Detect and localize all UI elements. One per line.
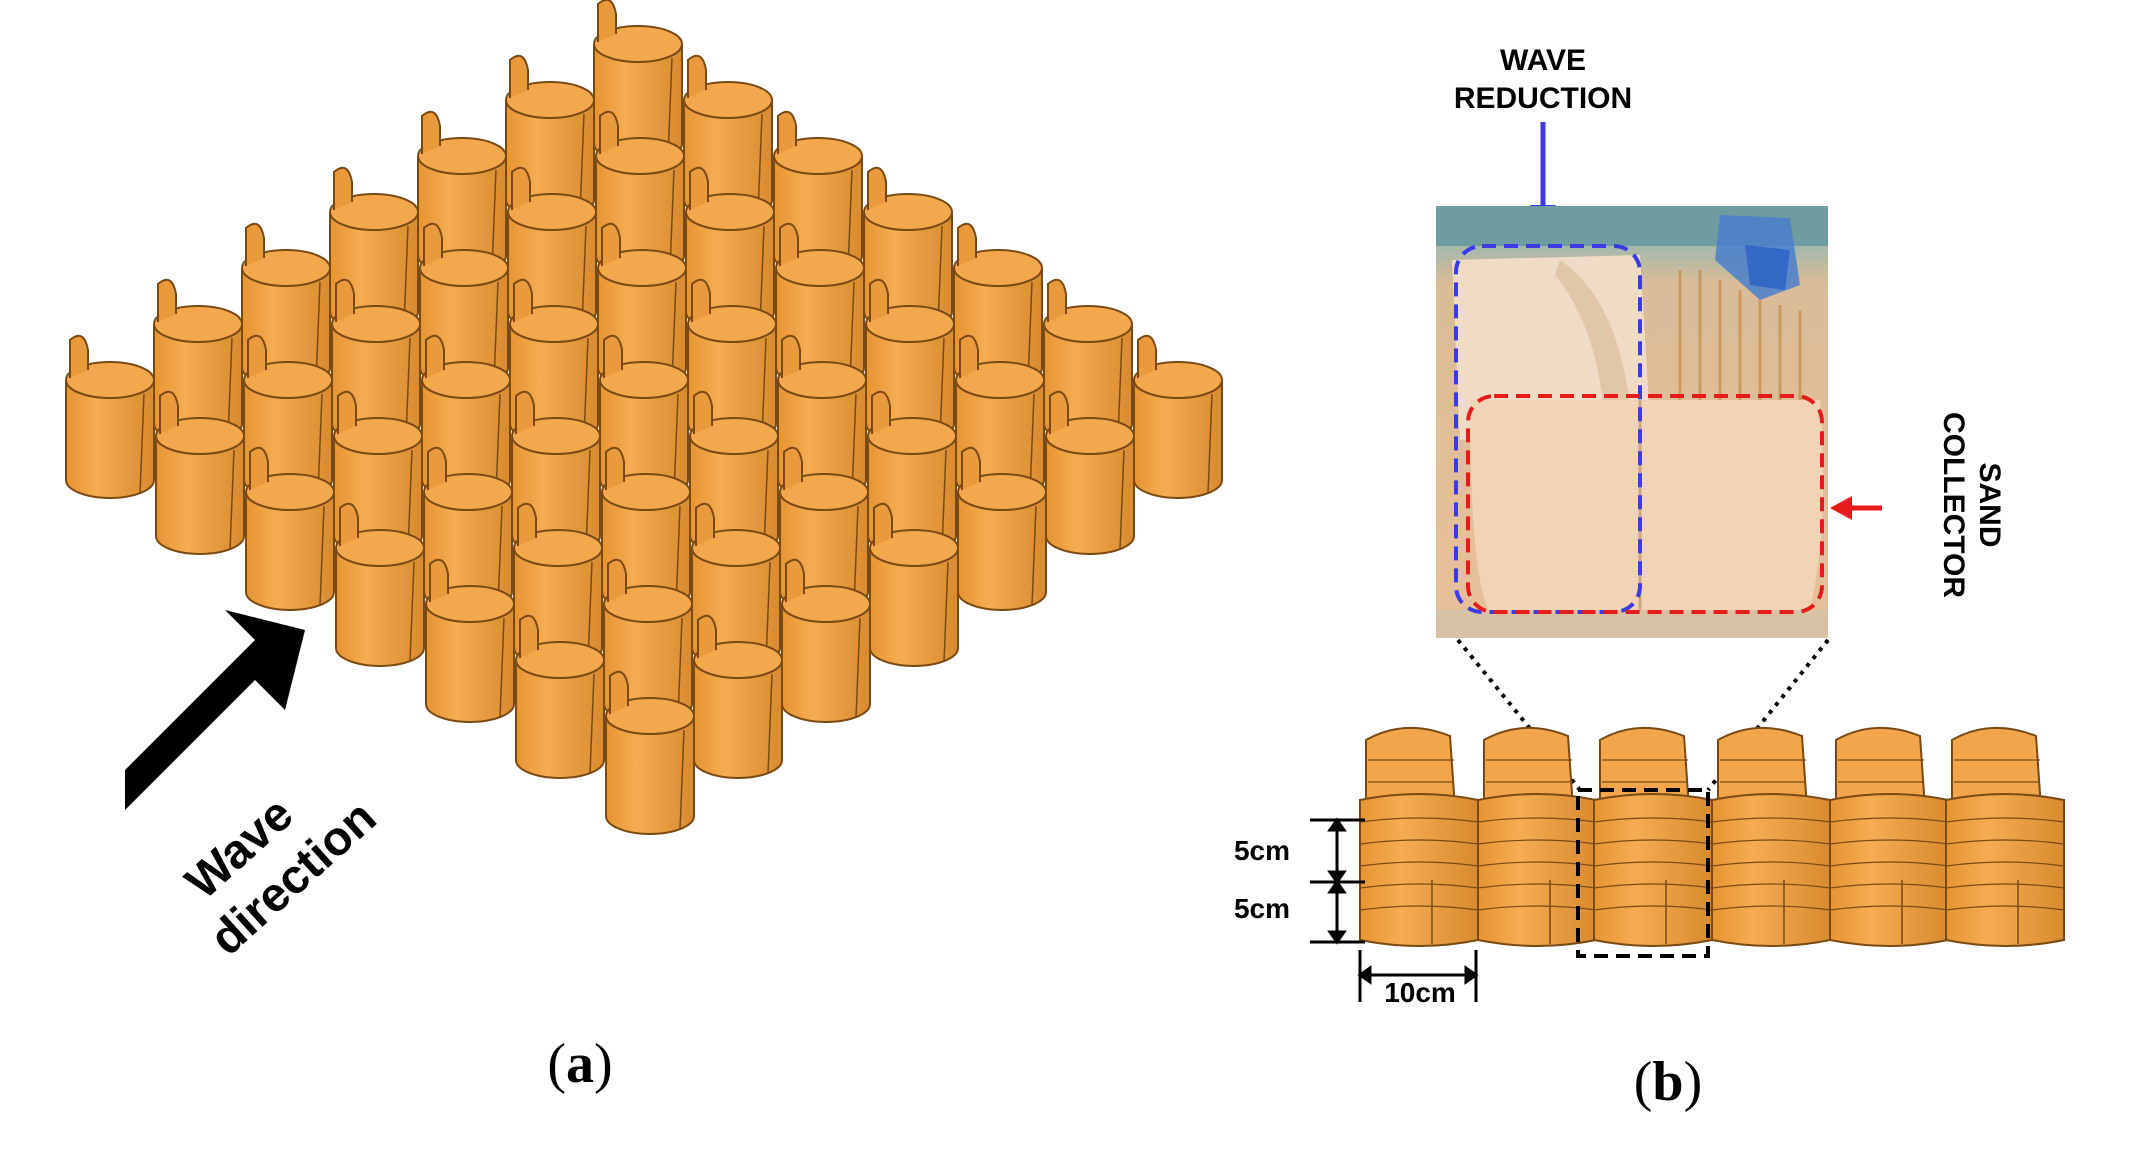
cylinder	[693, 614, 783, 779]
wave-reduction-label-line1: WAVE	[1500, 44, 1586, 77]
cylinder-stack	[1829, 727, 1949, 947]
cylinder	[685, 166, 775, 331]
dim-width: 10cm	[1384, 977, 1456, 1008]
cylinder	[155, 390, 245, 555]
cylinder-stack	[1477, 727, 1597, 947]
sand-collector-box	[1466, 394, 1824, 614]
cylinder-stack	[1945, 727, 2065, 947]
unit-selection-box	[1576, 788, 1710, 958]
caption-a: (a)	[547, 1033, 612, 1095]
dim-height-bottom: 5cm	[1234, 893, 1290, 924]
cylinder	[781, 558, 871, 723]
cylinder-stack	[1711, 727, 1831, 947]
cylinder	[869, 502, 959, 667]
caption-b: (b)	[1634, 1051, 1702, 1113]
cylinder	[245, 446, 335, 611]
wave-direction-arrow-icon	[125, 610, 305, 810]
cylinder-stack	[1359, 727, 1479, 947]
cylinder	[513, 502, 603, 667]
cylinder	[605, 670, 695, 835]
cylinder	[515, 614, 605, 779]
wave-reduction-box	[1454, 244, 1642, 614]
height-dimension	[1310, 817, 1365, 945]
sand-collector-label-line1: SAND	[1973, 462, 2006, 547]
dim-height-top: 5cm	[1234, 835, 1290, 866]
cylinder-grid	[65, 0, 1223, 835]
cylinder	[511, 390, 601, 555]
cylinder	[957, 446, 1047, 611]
cylinder-stack	[1593, 727, 1713, 947]
cylinder-row-side-view	[1359, 727, 2065, 947]
sand-collector-label-line2: COLLECTOR	[1937, 412, 1970, 598]
cylinder	[421, 334, 511, 499]
cylinder	[1133, 334, 1223, 499]
cylinder	[65, 334, 155, 499]
cylinder	[425, 558, 515, 723]
cylinder	[335, 502, 425, 667]
cylinder	[1045, 390, 1135, 555]
width-dimension	[1357, 950, 1479, 1002]
wave-reduction-label-line2: REDUCTION	[1454, 82, 1632, 115]
sand-collector-arrow-icon	[1830, 496, 1882, 520]
model-photo	[1436, 206, 1828, 638]
